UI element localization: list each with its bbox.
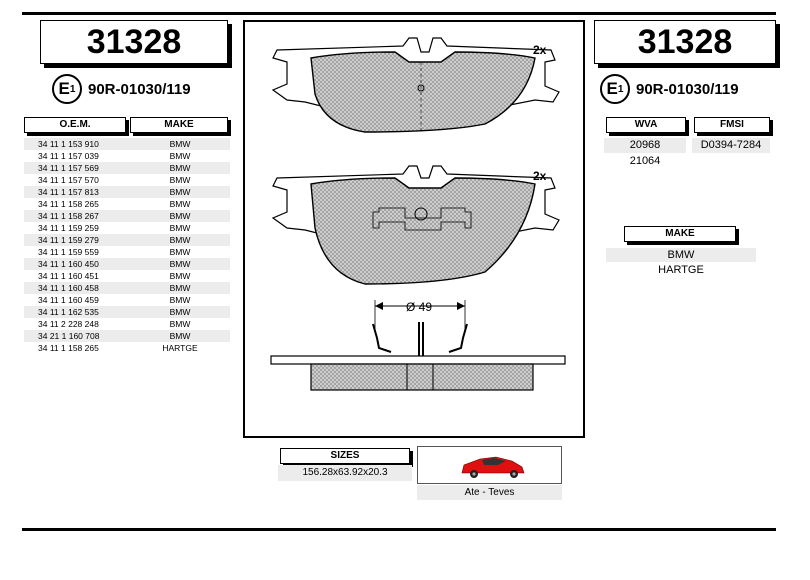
oem-make: BMW (169, 235, 191, 245)
oem-number: 34 11 1 159 259 (38, 223, 99, 233)
oem-make: BMW (169, 199, 191, 209)
car-icon (461, 456, 525, 478)
table-row: 34 11 2 228 248 BMW (24, 318, 230, 330)
table-row: 34 11 1 160 458 BMW (24, 282, 230, 294)
table-row: 34 11 1 158 265 BMW (24, 198, 230, 210)
approval-code: 90R-01030/119 (88, 80, 191, 98)
oem-number: 34 11 2 228 248 (38, 319, 99, 329)
wva-header: WVA (606, 117, 686, 133)
pad-top-view: 2x (271, 37, 560, 133)
table-row: 34 11 1 153 910 BMW (24, 138, 230, 150)
sizes-value: 156.28x63.92x20.3 (278, 465, 412, 481)
oem-make: BMW (169, 283, 191, 293)
oem-make: BMW (169, 187, 191, 197)
part-number-right: 31328 (594, 20, 776, 64)
table-row: 34 11 1 157 039 BMW (24, 150, 230, 162)
oem-number: 34 11 1 158 265 (38, 199, 99, 209)
oem-make: BMW (169, 259, 191, 269)
oem-make: BMW (169, 307, 191, 317)
table-row: 34 21 1 160 708 BMW (24, 330, 230, 342)
oem-number: 34 11 1 162 535 (38, 307, 99, 317)
table-row: 34 11 1 157 570 BMW (24, 174, 230, 186)
diameter-dimension: Ø 49 (374, 300, 466, 332)
oem-header: O.E.M. (24, 117, 126, 133)
table-row: 34 11 1 158 265 HARTGE (24, 342, 230, 354)
car-picture (417, 446, 562, 484)
table-row: 34 11 1 159 559 BMW (24, 246, 230, 258)
pad-side-view (270, 322, 566, 391)
oem-number: 34 11 1 159 279 (38, 235, 99, 245)
bottom-rule (22, 528, 776, 531)
table-row: 34 11 1 160 451 BMW (24, 270, 230, 282)
oem-make: BMW (169, 223, 191, 233)
brand-value: Ate - Teves (417, 485, 562, 500)
sizes-header: SIZES (280, 448, 410, 464)
oem-number: 34 11 1 160 451 (38, 271, 99, 281)
oem-number: 34 11 1 157 569 (38, 163, 99, 173)
oem-number: 34 11 1 158 267 (38, 211, 99, 221)
make-value-1: BMW (606, 248, 756, 262)
oem-make: BMW (169, 211, 191, 221)
drawing-frame: 2x 2x Ø 49 (243, 20, 585, 438)
table-row: 34 11 1 157 813 BMW (24, 186, 230, 198)
fmsi-value-1: D0394-7284 (692, 138, 770, 153)
part-number-left: 31328 (40, 20, 228, 64)
oem-number: 34 21 1 160 708 (38, 331, 100, 341)
brake-pad-drawing: 2x 2x Ø 49 (270, 37, 566, 391)
oem-make: BMW (169, 271, 191, 281)
oem-make: BMW (169, 139, 191, 149)
oem-make: BMW (169, 319, 191, 329)
make-panel-header: MAKE (624, 226, 736, 242)
oem-number: 34 11 1 153 910 (38, 139, 99, 149)
qty-bottom-label: 2x (533, 169, 547, 183)
qty-top-label: 2x (533, 43, 547, 57)
make-value-2: HARTGE (658, 264, 704, 276)
oem-number: 34 11 1 157 570 (38, 175, 99, 185)
oem-number: 34 11 1 160 450 (38, 259, 99, 269)
oem-number: 34 11 1 157 039 (38, 151, 99, 161)
oem-number: 34 11 1 159 559 (38, 247, 99, 257)
oem-make: BMW (169, 163, 191, 173)
fmsi-header: FMSI (694, 117, 770, 133)
table-row: 34 11 1 158 267 BMW (24, 210, 230, 222)
oem-make: BMW (169, 295, 191, 305)
table-row: 34 11 1 162 535 BMW (24, 306, 230, 318)
table-row: 34 11 1 159 259 BMW (24, 222, 230, 234)
table-row: 34 11 1 157 569 BMW (24, 162, 230, 174)
oem-make: BMW (169, 331, 191, 341)
table-row: 34 11 1 159 279 BMW (24, 234, 230, 246)
table-row: 34 11 1 160 450 BMW (24, 258, 230, 270)
oem-make: BMW (169, 151, 191, 161)
oem-number: 34 11 1 158 265 (38, 343, 99, 353)
top-rule (22, 12, 776, 15)
table-row: 34 11 1 160 459 BMW (24, 294, 230, 306)
oem-number: 34 11 1 157 813 (38, 187, 99, 197)
wva-value-2: 21064 (629, 155, 661, 167)
oem-make: BMW (169, 175, 191, 185)
oem-make: HARTGE (162, 343, 198, 353)
pad-middle-view: 2x (271, 165, 560, 285)
approval-code-right: 90R-01030/119 (636, 80, 739, 98)
make-header: MAKE (130, 117, 228, 133)
diameter-label: Ø 49 (406, 300, 432, 314)
oem-make: BMW (169, 247, 191, 257)
wva-value-1: 20968 (604, 138, 686, 153)
oem-number: 34 11 1 160 458 (38, 283, 99, 293)
oem-number: 34 11 1 160 459 (38, 295, 99, 305)
